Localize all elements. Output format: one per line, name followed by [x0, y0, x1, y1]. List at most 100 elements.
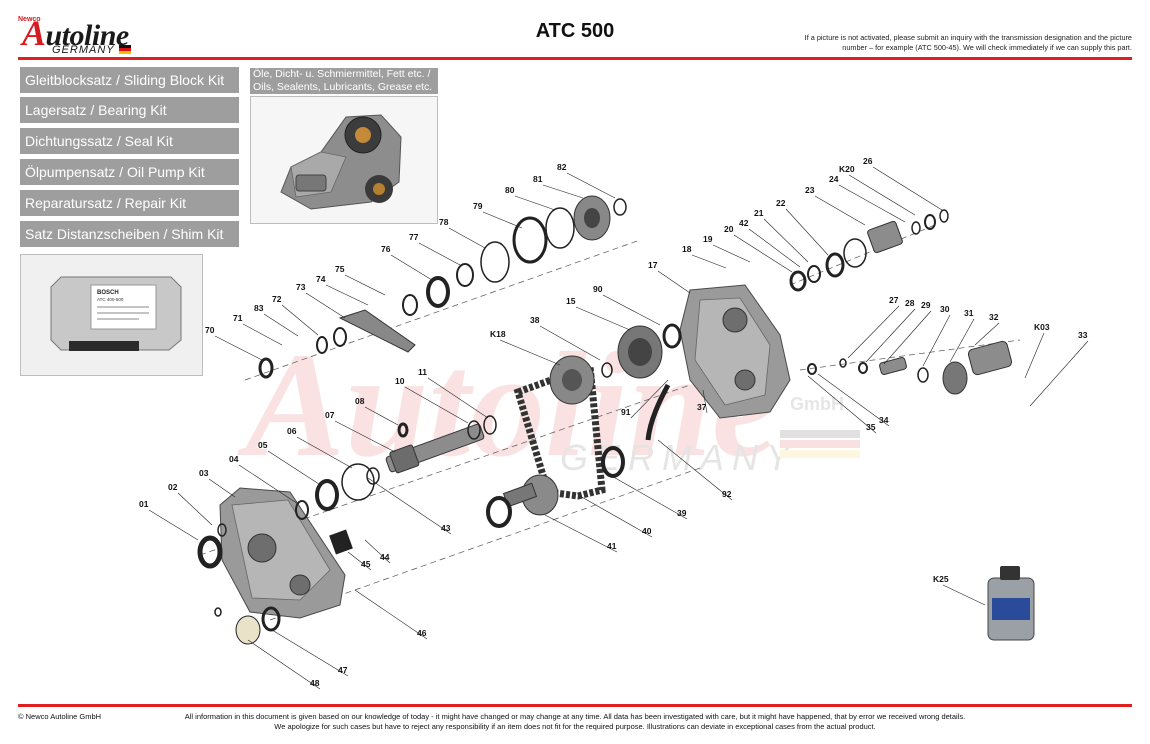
header-divider	[18, 57, 1132, 60]
leader-line-43	[367, 477, 452, 535]
leader-line-80	[514, 195, 556, 211]
part-callout-82[interactable]: 82	[557, 162, 567, 172]
part-callout-91[interactable]: 91	[621, 407, 631, 417]
kit-button-sliding-block[interactable]: Gleitblocksatz / Sliding Block Kit	[20, 67, 239, 93]
footer-disclaimer: All information in this document is give…	[130, 712, 1020, 732]
part-callout-30[interactable]: 30	[940, 304, 950, 314]
part-callout-10[interactable]: 10	[395, 376, 405, 386]
part-callout-29[interactable]: 29	[921, 300, 931, 310]
part-callout-35[interactable]: 35	[866, 422, 876, 432]
leader-line-70	[214, 335, 263, 361]
part-callout-46[interactable]: 46	[417, 628, 427, 638]
part-callout-40[interactable]: 40	[642, 526, 652, 536]
leader-line-04	[238, 464, 299, 505]
part-callout-03[interactable]: 03	[199, 468, 209, 478]
part-callout-45[interactable]: 45	[361, 559, 371, 569]
part-callout-04[interactable]: 04	[229, 454, 239, 464]
part-callout-44[interactable]: 44	[380, 552, 390, 562]
part-callout-20[interactable]: 20	[724, 224, 734, 234]
leader-line-77	[418, 242, 461, 266]
part-callout-01[interactable]: 01	[139, 499, 149, 509]
part-callout-39[interactable]: 39	[677, 508, 687, 518]
callout-labels: 01020304050607081011151718192021222324K2…	[139, 156, 1088, 688]
svg-text:GmbH: GmbH	[790, 394, 844, 414]
part-callout-71[interactable]: 71	[233, 313, 243, 323]
part-callout-18[interactable]: 18	[682, 244, 692, 254]
part-callout-15[interactable]: 15	[566, 296, 576, 306]
part-callout-k18[interactable]: K18	[490, 329, 506, 339]
transfer-case-image	[251, 97, 437, 223]
part-callout-83[interactable]: 83	[254, 303, 264, 313]
part-callout-43[interactable]: 43	[441, 523, 451, 533]
part-callout-48[interactable]: 48	[310, 678, 320, 688]
part-callout-77[interactable]: 77	[409, 232, 419, 242]
assembly-axis-lines	[199, 224, 1021, 621]
part-callout-27[interactable]: 27	[889, 295, 899, 305]
part-callout-72[interactable]: 72	[272, 294, 282, 304]
part-callout-17[interactable]: 17	[648, 260, 658, 270]
kit-button-bearing[interactable]: Lagersatz / Bearing Kit	[20, 97, 239, 123]
part-callout-06[interactable]: 06	[287, 426, 297, 436]
oils-label[interactable]: Öle, Dicht- u. Schmiermittel, Fett etc. …	[250, 68, 438, 94]
part-callout-08[interactable]: 08	[355, 396, 365, 406]
part-callout-07[interactable]: 07	[325, 410, 335, 420]
leader-line-81	[542, 184, 584, 199]
part-callout-23[interactable]: 23	[805, 185, 815, 195]
header-note: If a picture is not activated, please su…	[804, 33, 1132, 52]
part-callout-73[interactable]: 73	[296, 282, 306, 292]
part-callout-33[interactable]: 33	[1078, 330, 1088, 340]
kit-button-shim[interactable]: Satz Distanzscheiben / Shim Kit	[20, 221, 239, 247]
part-callout-76[interactable]: 76	[381, 244, 391, 254]
housing-front	[679, 284, 791, 419]
kit-button-seal[interactable]: Dichtungssatz / Seal Kit	[20, 128, 239, 154]
part-callout-81[interactable]: 81	[533, 174, 543, 184]
part-callout-31[interactable]: 31	[964, 308, 974, 318]
part-callout-42[interactable]: 42	[739, 218, 749, 228]
actuator-motor	[942, 340, 1013, 395]
part-callout-11[interactable]: 11	[418, 367, 427, 377]
part-callout-24[interactable]: 24	[829, 174, 839, 184]
leader-line-42	[748, 228, 801, 268]
part-callout-k20[interactable]: K20	[839, 164, 855, 174]
kit-button-oil-pump[interactable]: Ölpumpensatz / Oil Pump Kit	[20, 159, 239, 185]
part-callout-75[interactable]: 75	[335, 264, 345, 274]
part-callout-37[interactable]: 37	[697, 402, 707, 412]
part-callout-92[interactable]: 92	[722, 489, 732, 499]
transfer-case-photo[interactable]	[250, 96, 438, 224]
ecu-image: BOSCH ATC 400-500	[21, 255, 202, 375]
part-callout-21[interactable]: 21	[754, 208, 764, 218]
part-callout-47[interactable]: 47	[338, 665, 348, 675]
leader-line-39	[609, 474, 688, 520]
part-callout-k03[interactable]: K03	[1034, 322, 1050, 332]
ecu-photo[interactable]: BOSCH ATC 400-500	[20, 254, 203, 376]
svg-text:Autoline: Autoline	[237, 322, 779, 488]
part-callout-19[interactable]: 19	[703, 234, 713, 244]
autoline-logo: Newco Autoline GERMANY	[18, 13, 133, 56]
oil-hose	[645, 383, 671, 441]
part-callout-80[interactable]: 80	[505, 185, 515, 195]
part-callout-79[interactable]: 79	[473, 201, 483, 211]
footer-disclaimer-line-2: We apologize for such cases but have to …	[274, 722, 876, 731]
part-callout-k25[interactable]: K25	[933, 574, 949, 584]
part-callout-90[interactable]: 90	[593, 284, 603, 294]
part-callout-74[interactable]: 74	[316, 274, 326, 284]
leader-line-17	[657, 270, 691, 294]
leader-line-92	[657, 439, 733, 501]
part-callout-02[interactable]: 02	[168, 482, 178, 492]
part-callout-32[interactable]: 32	[989, 312, 999, 322]
leader-line-83	[263, 313, 299, 337]
leader-line-k03	[1024, 332, 1045, 379]
clutch-basket	[573, 195, 611, 241]
part-callout-70[interactable]: 70	[205, 325, 215, 335]
part-callout-34[interactable]: 34	[879, 415, 889, 425]
leader-line-76	[390, 254, 433, 281]
part-callout-05[interactable]: 05	[258, 440, 268, 450]
part-callout-22[interactable]: 22	[776, 198, 786, 208]
oil-bottle	[987, 566, 1035, 641]
kit-button-repair[interactable]: Reparatursatz / Repair Kit	[20, 190, 239, 216]
part-callout-41[interactable]: 41	[607, 541, 617, 551]
part-callout-38[interactable]: 38	[530, 315, 540, 325]
part-callout-78[interactable]: 78	[439, 217, 449, 227]
part-callout-26[interactable]: 26	[863, 156, 873, 166]
part-callout-28[interactable]: 28	[905, 298, 915, 308]
